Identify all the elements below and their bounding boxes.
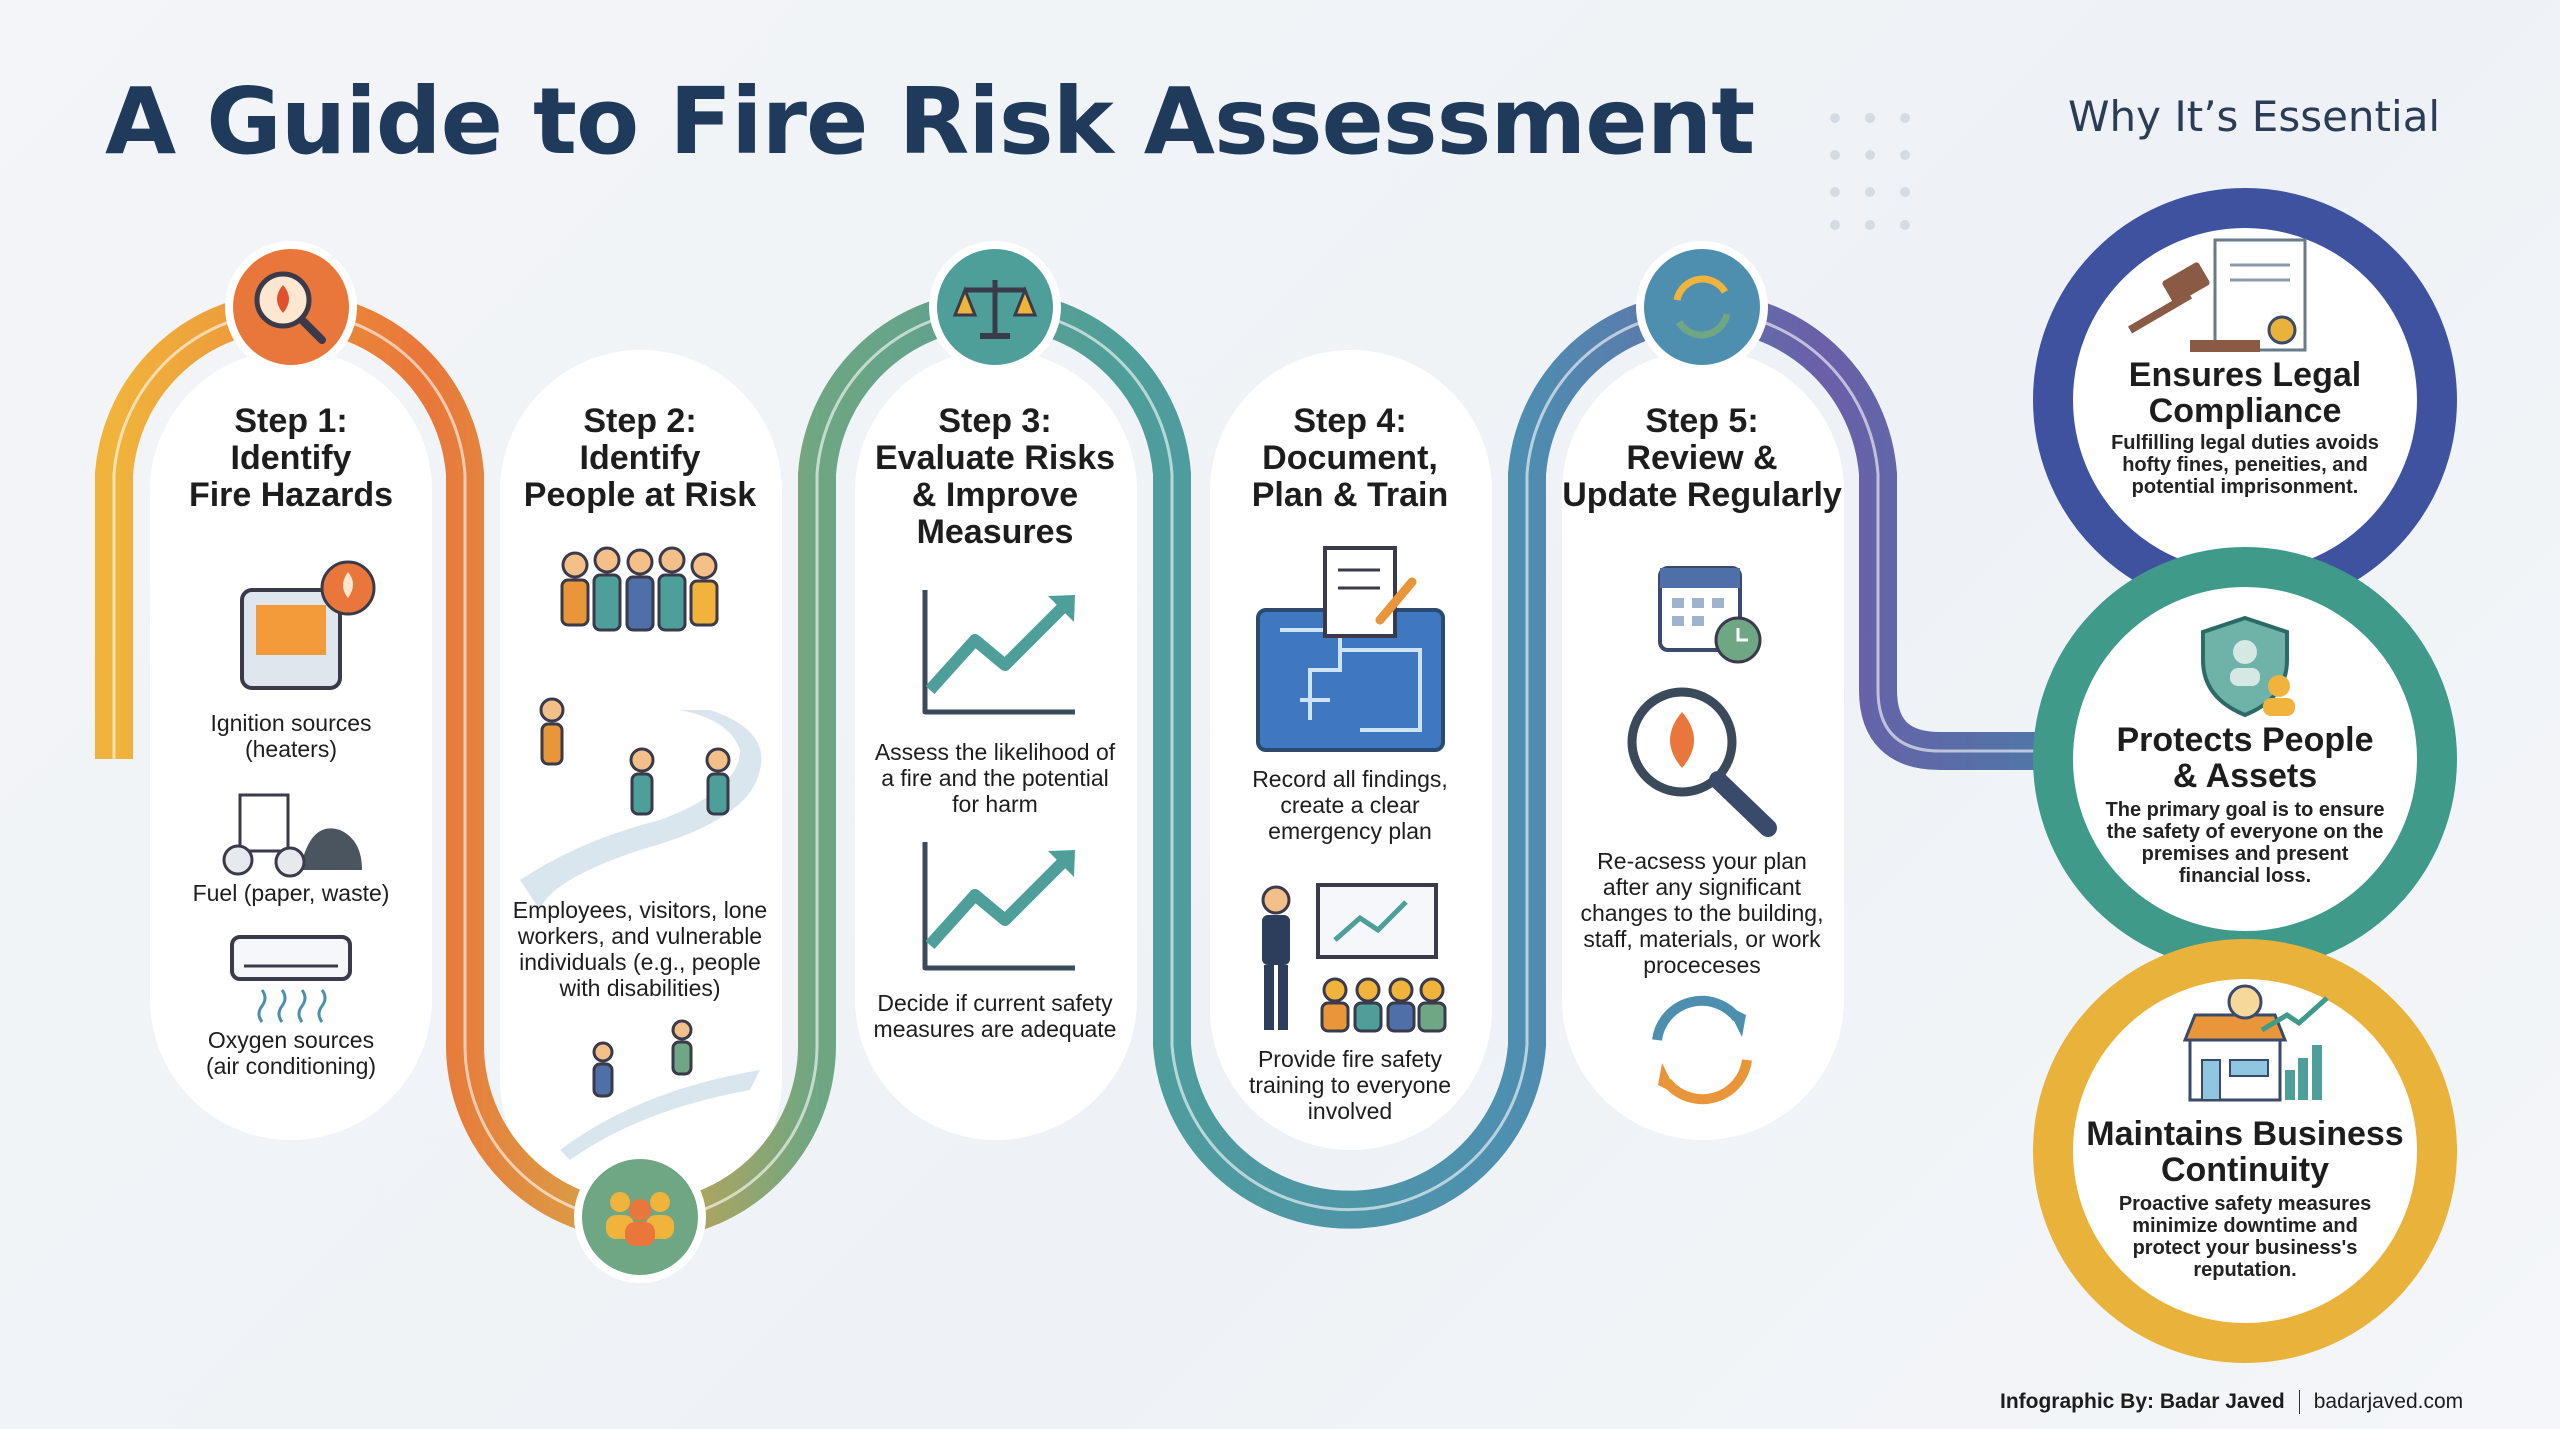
people-group-icon <box>574 1151 706 1283</box>
benefit-continuity-text: Proactive safety measures minimize downt… <box>2118 1193 2372 1281</box>
blueprint-document-icon <box>1256 546 1445 752</box>
step-3-caption-decide: Decide if current safety measures are ad… <box>873 990 1117 1042</box>
step-4-heading: Step 4: Document, Plan & Train <box>1251 402 1449 514</box>
storefront-growth-icon <box>2182 984 2329 1102</box>
training-presentation-icon <box>1261 883 1447 1033</box>
benefit-legal-heading: Ensures Legal Compliance <box>2128 356 2362 430</box>
heater-icon <box>240 560 376 690</box>
section-title-why-essential: Why It’s Essential <box>2068 92 2441 141</box>
step-1-caption-fuel: Fuel (paper, waste) <box>192 880 390 906</box>
step-5-heading: Step 5: Review & Update Regularly <box>1562 402 1842 514</box>
step-3-caption-assess: Assess the likelihood of a fire and the … <box>874 739 1116 817</box>
fire-magnifier-icon <box>225 241 357 373</box>
cycle-arrows-icon <box>1652 995 1752 1105</box>
people-walking-path-icon <box>520 697 762 910</box>
calendar-clock-icon <box>1658 566 1762 664</box>
shield-person-icon <box>2201 615 2295 718</box>
fuel-paper-waste-icon <box>222 793 362 878</box>
credit-label: Infographic By: Badar Javed <box>2000 1390 2285 1413</box>
step-5-caption-reassess: Re-acsess your plan after any significan… <box>1580 848 1824 978</box>
refresh-icon <box>1636 241 1768 373</box>
benefit-legal-text: Fulfilling legal duties avoids hofty fin… <box>2111 432 2379 498</box>
step-3-heading: Step 3: Evaluate Risks & Improve Measure… <box>874 402 1116 551</box>
trend-chart-icon <box>922 590 1075 715</box>
page-title: A Guide to Fire Risk Assessment <box>105 68 1755 175</box>
group-of-workers-icon <box>560 546 719 632</box>
trend-chart-icon <box>922 842 1075 971</box>
business-continuity-ring <box>2033 939 2457 1363</box>
footer-credit: Infographic By: Badar Javed badarjaved.co… <box>2000 1390 2464 1415</box>
website-link[interactable]: badarjaved.com <box>2313 1390 2464 1413</box>
step-1-heading: Step 1: Identify Fire Hazards <box>188 402 394 514</box>
step-4-caption-training: Provide fire safety training to everyone… <box>1248 1046 1451 1124</box>
benefit-continuity-heading: Maintains Business Continuity <box>2086 1115 2404 1189</box>
evacuation-walking-icon <box>560 1019 760 1160</box>
gavel-certificate-icon <box>2127 238 2307 352</box>
step-1-caption-ignition: Ignition sources (heaters) <box>210 710 372 762</box>
step-2-caption-people: Employees, visitors, lone workers, and v… <box>512 897 768 1001</box>
footer-divider <box>2298 1390 2300 1415</box>
scales-icon <box>929 241 1061 373</box>
step-4-caption-record: Record all findings, create a clear emer… <box>1252 766 1448 844</box>
benefit-people-text: The primary goal is to ensure the safety… <box>2105 799 2385 887</box>
step-2-heading: Step 2: Identify People at Risk <box>523 402 757 514</box>
dot-grid-decoration <box>1830 113 1910 230</box>
step-1-card <box>150 350 432 1140</box>
step-1-caption-oxygen: Oxygen sources (air conditioning) <box>205 1027 377 1079</box>
fire-magnifier-icon <box>1627 687 1777 837</box>
air-conditioner-icon <box>230 935 352 1023</box>
benefit-people-heading: Protects People & Assets <box>2116 721 2374 795</box>
